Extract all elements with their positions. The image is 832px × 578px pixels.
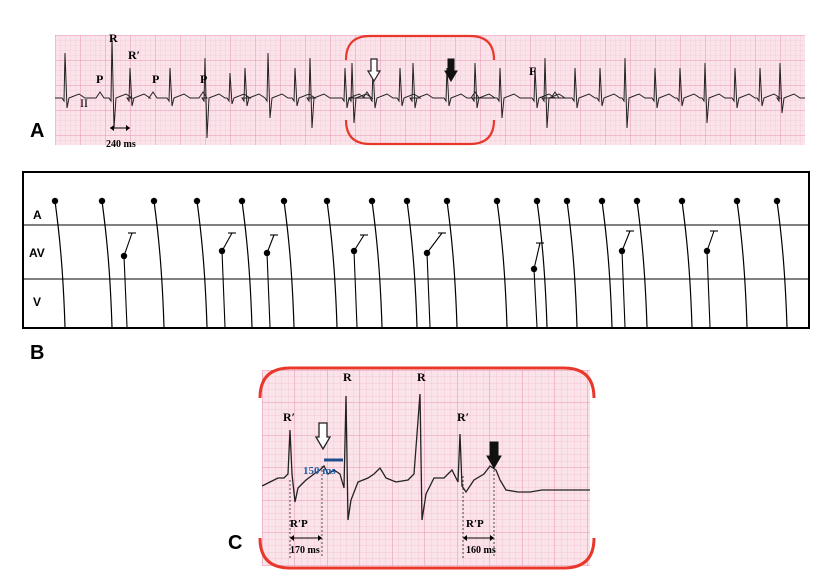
ecg-strip-a	[55, 35, 805, 145]
label-c-r-1: R	[343, 370, 352, 384]
label-c-r-2: R	[417, 370, 426, 384]
highlight-box-a	[344, 34, 496, 146]
rp-label-2: R′P	[466, 518, 484, 530]
ecg-trace-a	[55, 37, 805, 139]
open-down-arrow-icon	[315, 422, 331, 450]
interval-150-label: 150 ms	[303, 465, 336, 477]
open-down-arrow-icon	[367, 58, 381, 82]
ecg-strip-c	[262, 370, 590, 566]
label-p3: P	[200, 72, 208, 86]
ladder-diagram	[22, 171, 810, 329]
ecg-trace-c	[262, 393, 590, 521]
rp-label-1: R′P	[290, 518, 308, 530]
label-p2: P	[152, 72, 160, 86]
highlight-box-c	[258, 366, 596, 570]
label-f: F	[529, 64, 537, 78]
panel-letter-c: C	[228, 532, 243, 554]
filled-down-arrow-icon	[486, 441, 502, 469]
ladder-row-v: V	[33, 295, 42, 309]
panel-letter-a: A	[30, 120, 45, 142]
ladder-row-av: AV	[29, 246, 45, 260]
interval-240-label: 240 ms	[106, 139, 136, 150]
rp-2-ms: 160 ms	[466, 545, 496, 556]
label-r-prime: R′	[128, 48, 141, 62]
rp-1-ms: 170 ms	[290, 545, 320, 556]
panel-letter-b: B	[30, 342, 45, 364]
ladder-row-a: A	[33, 208, 42, 222]
label-c-r-prime-2: R′	[457, 410, 470, 424]
label-p1: P	[96, 72, 104, 86]
lead-label: II	[80, 96, 88, 110]
interval-arrow-240	[110, 125, 130, 131]
filled-down-arrow-icon	[444, 58, 458, 82]
label-c-r-prime-1: R′	[283, 410, 296, 424]
label-r: R	[109, 31, 118, 45]
